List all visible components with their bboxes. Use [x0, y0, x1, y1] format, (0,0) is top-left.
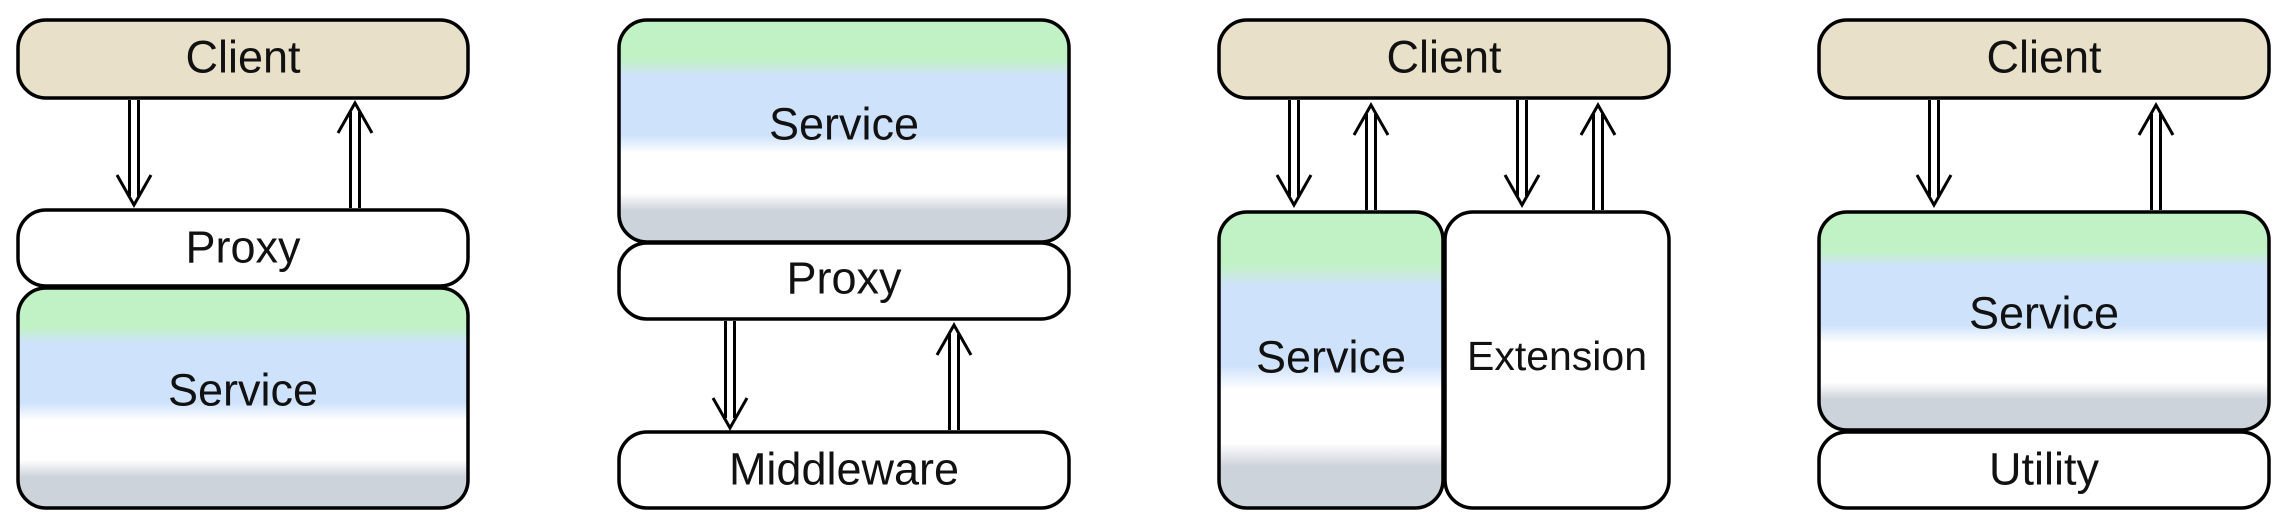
down-arrow-icon [1915, 100, 1953, 209]
extension-box [1443, 210, 1671, 510]
down-arrow-icon [1503, 100, 1541, 209]
client-label: Client [1986, 32, 2102, 83]
panel-client-proxy-service: Client Proxy Service [16, 18, 470, 510]
down-arrow-icon [1275, 100, 1313, 209]
down-arrow-icon [115, 100, 153, 209]
utility-box [1817, 430, 2271, 510]
service-label: Service [769, 99, 919, 150]
service-box [1817, 210, 2271, 432]
utility-label: Utility [1989, 444, 2099, 495]
proxy-label: Proxy [786, 253, 902, 304]
middleware-box [617, 430, 1071, 510]
service-label: Service [1256, 332, 1406, 383]
proxy-box [617, 241, 1071, 321]
client-box [1817, 18, 2271, 100]
up-arrow-icon [1579, 101, 1617, 210]
client-label: Client [185, 32, 301, 83]
proxy-box [16, 208, 470, 288]
service-label: Service [168, 365, 318, 416]
up-arrow-icon [935, 321, 973, 430]
panel-service-proxy-middleware: Service Proxy Middleware [617, 18, 1071, 510]
middleware-label: Middleware [729, 444, 959, 495]
service-label: Service [1969, 288, 2119, 339]
service-box [16, 286, 470, 510]
up-arrow-icon [1352, 101, 1390, 210]
client-box [1217, 18, 1671, 100]
proxy-label: Proxy [185, 222, 301, 273]
up-arrow-icon [2137, 101, 2175, 210]
service-box [1217, 210, 1445, 510]
down-arrow-icon [711, 321, 749, 432]
client-label: Client [1386, 32, 1502, 83]
client-box [16, 18, 470, 100]
extension-label: Extension [1467, 333, 1647, 379]
panel-client-service-utility: Client Service Utility [1817, 18, 2271, 510]
panel-client-service-extension: Client Service Extension [1217, 18, 1671, 510]
up-arrow-icon [336, 99, 374, 208]
